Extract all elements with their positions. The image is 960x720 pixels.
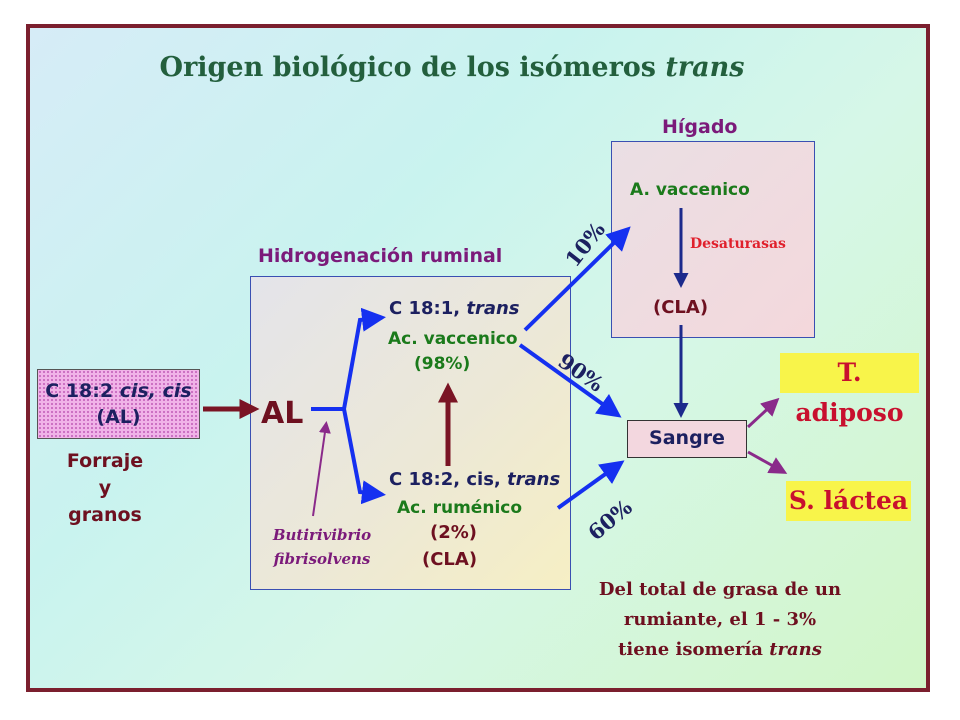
vaccenic-pct: (98%) — [414, 354, 471, 374]
liver-cla-label: (CLA) — [653, 297, 709, 318]
page-title: Origen biológico de los isómeros trans — [159, 52, 745, 83]
c181-trans-formula: C 18:1, trans — [389, 298, 520, 319]
liver-label: Hígado — [662, 116, 738, 138]
rumen-box — [250, 276, 571, 590]
liver-vaccenic-label: A. vaccenico — [630, 180, 750, 200]
arrow-to-liver — [523, 226, 631, 332]
linoleic-acid-box: C 18:2 cis, cis (AL) — [37, 369, 200, 439]
desaturase-label: Desaturasas — [690, 236, 786, 252]
milk-secretion-box: S. láctea — [786, 481, 911, 521]
bacteria-label: Butirivibrio fibrisolvens — [272, 526, 372, 568]
arrow-to-c182 — [342, 408, 386, 505]
arrow-to-adipose — [746, 397, 780, 429]
arrow-bacteria — [312, 421, 331, 517]
liver-box — [611, 141, 815, 338]
rumen-label: Hidrogenación ruminal — [258, 245, 503, 267]
arrow-90-to-blood — [518, 343, 622, 418]
footnote: Del total de grasa de un rumiante, el 1 … — [598, 579, 842, 660]
adipose-tissue-box: T. adiposo — [780, 353, 919, 427]
feed-label: Forraje y granos — [66, 450, 144, 526]
rumenic-pct: (2%) — [430, 522, 478, 543]
rumenic-cla: (CLA) — [422, 549, 478, 570]
blood-box: Sangre — [627, 420, 747, 458]
al-node: AL — [261, 396, 304, 431]
arrow-to-c181 — [342, 307, 386, 410]
arrow-60-to-blood — [556, 460, 625, 510]
rumenic-acid-label: Ac. ruménico — [397, 498, 523, 518]
arrow-to-milk — [747, 450, 788, 474]
c182-cis-trans-formula: C 18:2, cis, trans — [389, 469, 561, 490]
vaccenic-acid-label: Ac. vaccenico — [388, 329, 518, 349]
